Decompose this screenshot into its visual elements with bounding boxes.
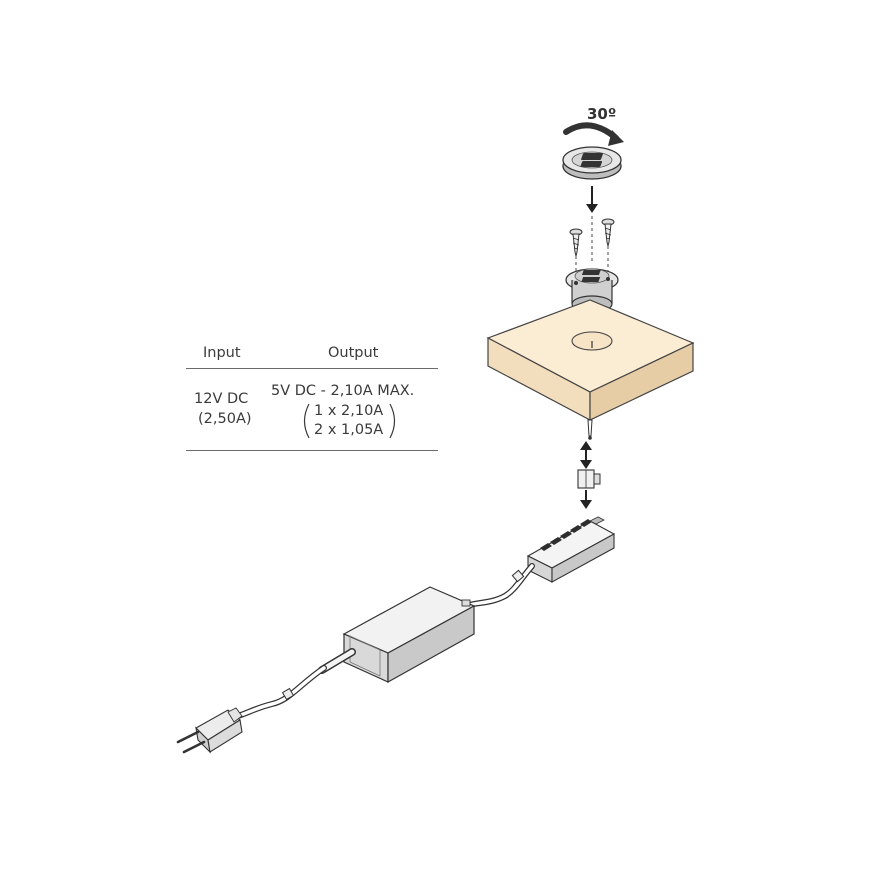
input-voltage: 12V DC — [194, 391, 249, 407]
cable-clip — [511, 569, 525, 583]
usb-socket-unit — [565, 268, 619, 348]
plug-connector — [577, 469, 601, 489]
rotation-arrowhead-icon — [608, 130, 624, 146]
rotation-label: 30º — [587, 105, 617, 123]
worktop-panel — [486, 299, 695, 421]
output-single-port: 1 x 2,10A — [314, 403, 384, 419]
output-bracket — [303, 403, 396, 439]
input-current: (2,50A) — [198, 411, 252, 427]
arrow-down-icon-2 — [580, 490, 592, 509]
socket-lead — [587, 419, 593, 440]
input-cable — [235, 648, 356, 719]
screw-right-icon — [601, 218, 615, 247]
usb-cover-cap — [562, 122, 624, 180]
power-adapter — [342, 586, 476, 684]
rotation-arrow-icon — [563, 122, 619, 141]
screw-left-icon — [569, 228, 583, 257]
header-input: Input — [203, 345, 241, 361]
connect-arrow-icon — [580, 441, 592, 469]
header-output: Output — [328, 345, 379, 361]
distributor-block — [526, 516, 616, 583]
header-rule — [186, 368, 438, 369]
footer-rule — [186, 450, 438, 451]
euro-plug-icon — [176, 707, 243, 754]
output-voltage: 5V DC - 2,10A MAX. — [271, 383, 415, 399]
output-dual-port: 2 x 1,05A — [314, 422, 384, 438]
spec-table: Input Output 12V DC (2,50A) 5V DC - 2,10… — [186, 338, 438, 454]
